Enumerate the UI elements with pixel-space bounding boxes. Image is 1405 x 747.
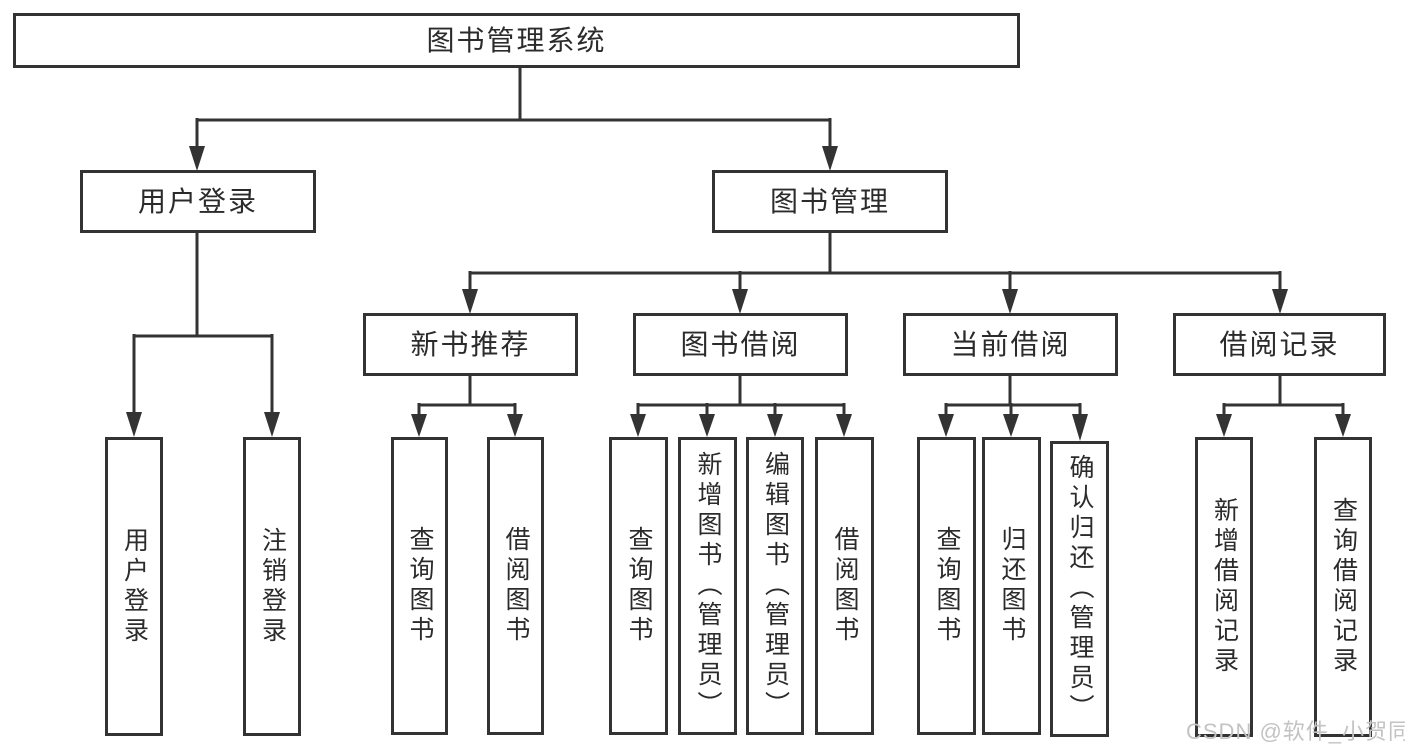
node-new-book-recommend: 新书推荐 — [363, 313, 578, 376]
arrow-icon — [699, 414, 715, 437]
leaf-return-book: 归还图书 — [982, 437, 1041, 735]
arrow-icon — [822, 146, 838, 171]
connector-book-borrow — [636, 376, 846, 414]
arrow-icon — [1216, 414, 1232, 437]
arrow-icon — [126, 412, 142, 437]
arrow-icon — [264, 412, 280, 437]
arrow-icon — [507, 414, 523, 437]
connector-book-management — [468, 233, 1282, 289]
leaf-query-book-recommend: 查询图书 — [391, 437, 448, 735]
arrow-icon — [938, 414, 954, 437]
arrow-icon — [836, 414, 852, 437]
node-book-management: 图书管理 — [712, 170, 948, 233]
leaf-confirm-return-admin: 确认归还（管理员） — [1050, 441, 1109, 737]
leaf-borrow-book: 借阅图书 — [815, 437, 874, 735]
arrow-icon — [462, 289, 478, 314]
connector-borrow-records — [1222, 376, 1345, 414]
arrow-icon — [1072, 414, 1088, 441]
node-borrow-records: 借阅记录 — [1173, 313, 1386, 376]
connector-user-login — [132, 233, 274, 412]
watermark-text: CSDN @软件_小贺同学 — [1186, 719, 1405, 744]
arrow-icon — [1002, 289, 1018, 314]
leaf-edit-book-admin: 编辑图书（管理员） — [746, 437, 804, 735]
node-book-borrow: 图书借阅 — [633, 313, 848, 376]
node-current-borrow: 当前借阅 — [903, 313, 1118, 376]
leaf-add-borrow-record: 新增借阅记录 — [1195, 437, 1253, 737]
connector-new-book — [417, 376, 517, 414]
arrow-icon — [630, 414, 646, 437]
arrow-icon — [411, 414, 427, 437]
arrow-icon — [767, 414, 783, 437]
arrow-icon — [1003, 414, 1019, 437]
node-user-login: 用户登录 — [80, 170, 316, 233]
connector-current-borrow — [944, 376, 1082, 414]
leaf-borrow-book-recommend: 借阅图书 — [487, 437, 544, 735]
leaf-logout: 注销登录 — [243, 437, 301, 736]
leaf-add-book-admin: 新增图书（管理员） — [678, 437, 737, 735]
arrow-icon — [189, 146, 205, 171]
leaf-user-login: 用户登录 — [105, 437, 163, 736]
arrow-icon — [1272, 289, 1288, 314]
arrow-icon — [1335, 414, 1351, 437]
leaf-query-borrow-record: 查询借阅记录 — [1314, 437, 1372, 737]
leaf-query-book-borrow: 查询图书 — [609, 437, 668, 735]
leaf-query-book-current: 查询图书 — [917, 437, 976, 735]
arrowheads — [126, 146, 1351, 441]
arrow-icon — [732, 289, 748, 314]
root-node: 图书管理系统 — [13, 13, 1020, 68]
connector-root — [195, 68, 832, 146]
